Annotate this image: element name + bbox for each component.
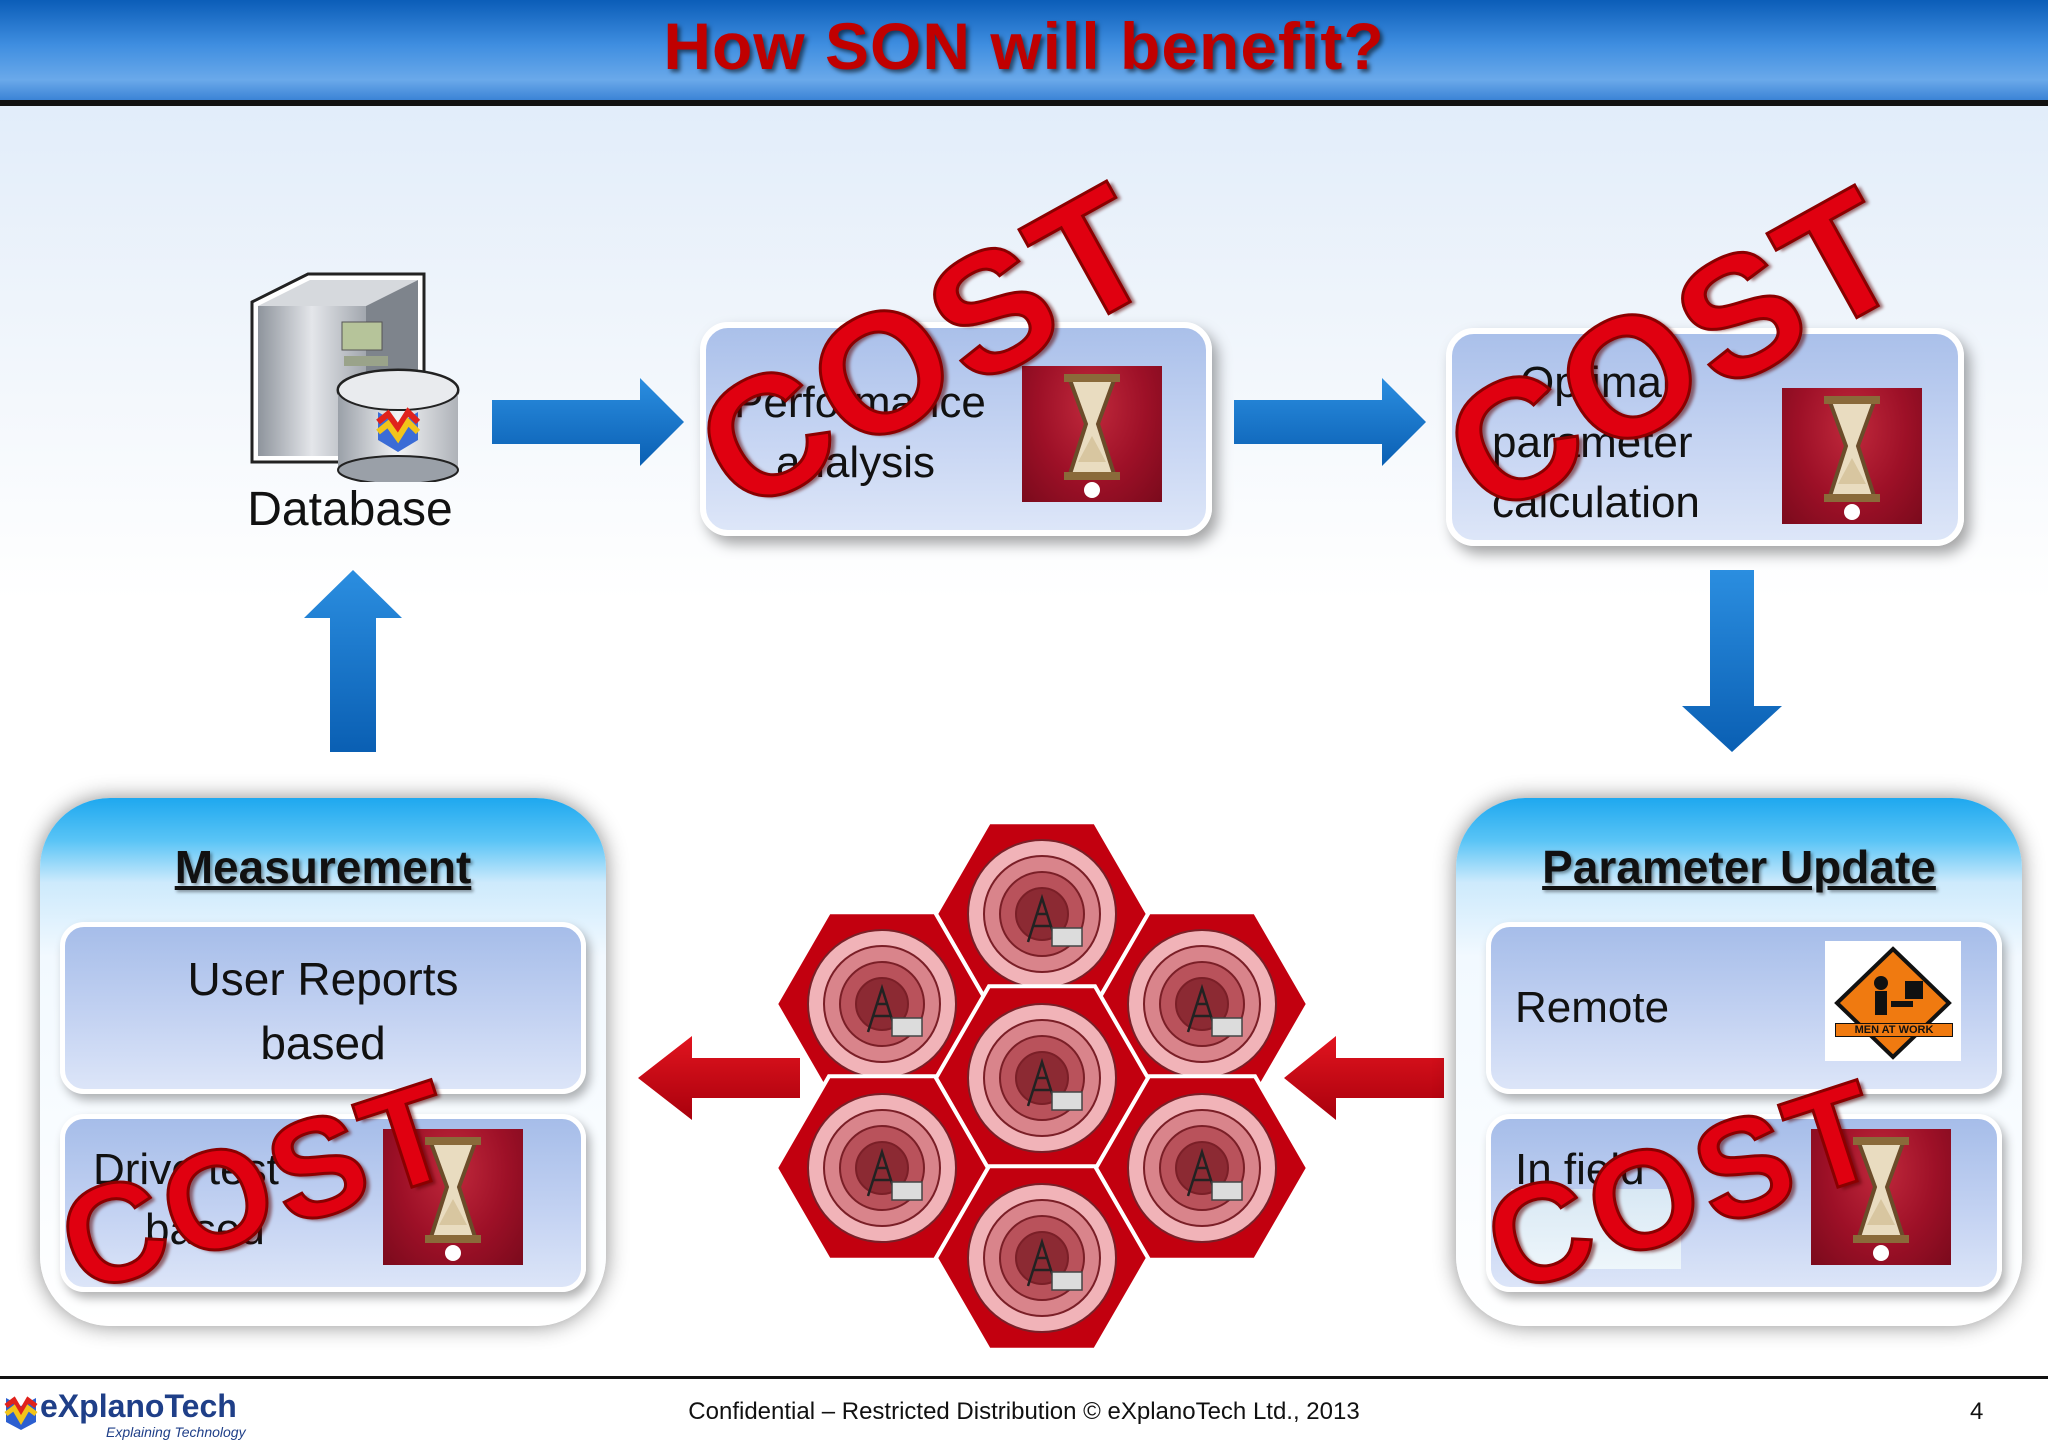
performance-line1: Performance	[734, 378, 986, 427]
performance-analysis-box: Performance analysis	[700, 322, 1212, 536]
base-station-icon	[1211, 1181, 1243, 1201]
hourglass-icon	[1022, 366, 1162, 502]
network-cell	[773, 1074, 991, 1262]
user-reports-line1: User Reports	[187, 953, 459, 1005]
network-cell	[933, 1164, 1151, 1352]
hourglass-icon	[383, 1129, 523, 1265]
footer-text: Confidential – Restricted Distribution ©…	[688, 1398, 1360, 1425]
arrow-performance-to-optimal	[1234, 378, 1426, 466]
base-station-icon	[891, 1181, 923, 1201]
network-cell	[933, 820, 1151, 1008]
database-label: Database	[247, 483, 453, 536]
arrow-update-to-network	[1284, 1036, 1444, 1120]
database-icon	[248, 272, 468, 485]
drive-test-box: Drive test based	[60, 1114, 586, 1292]
hourglass-icon	[1782, 388, 1922, 524]
logo-icon	[4, 1390, 38, 1430]
page-number: 4	[1970, 1398, 1984, 1425]
arrow-measurement-to-db	[304, 570, 402, 752]
optimal-line3: calculation	[1492, 478, 1700, 527]
base-station-icon	[1051, 1271, 1083, 1291]
arrow-db-to-performance	[492, 378, 684, 466]
slide-title: How SON will benefit?	[663, 9, 1385, 83]
hourglass-icon	[1811, 1129, 1951, 1265]
measurement-panel: Measurement User Reports based Drive tes…	[40, 798, 606, 1326]
logo-name: eXplanoTech	[40, 1388, 237, 1424]
base-station-icon	[1051, 927, 1083, 947]
title-bar	[0, 0, 2048, 106]
user-reports-box: User Reports based	[60, 922, 586, 1094]
measurement-title: Measurement	[174, 841, 472, 893]
optimal-line2: parameter	[1492, 418, 1693, 467]
network-cell	[933, 984, 1151, 1172]
base-station-icon	[1051, 1091, 1083, 1111]
hex-network	[773, 820, 1311, 1352]
optimal-parameter-box: Optimal parameter calculation	[1446, 328, 1964, 546]
arrow-network-to-measurement	[638, 1036, 800, 1120]
network-cell	[773, 910, 991, 1098]
network-cell	[1093, 910, 1311, 1098]
footer-divider	[0, 1376, 2048, 1379]
base-station-icon	[891, 1017, 923, 1037]
in-field-label: In field	[1515, 1145, 1645, 1194]
parameter-update-title: Parameter Update	[1542, 841, 1936, 893]
user-reports-line2: based	[260, 1017, 386, 1069]
men-at-work-label: MEN AT WORK	[1835, 1023, 1953, 1037]
drive-test-line1: Drive test	[93, 1145, 279, 1194]
optimal-line1: Optimal	[1520, 358, 1672, 407]
base-station-icon	[1211, 1017, 1243, 1037]
performance-line2: analysis	[776, 438, 935, 487]
remote-box: Remote MEN AT WORK	[1486, 922, 2002, 1094]
drive-test-line2: based	[145, 1205, 265, 1254]
men-at-work-icon: MEN AT WORK	[1825, 941, 1961, 1061]
arrow-optimal-to-update	[1682, 570, 1782, 752]
in-field-box: In field	[1486, 1114, 2002, 1292]
logo-tagline: Explaining Technology	[106, 1424, 246, 1440]
parameter-update-panel: Parameter Update Remote MEN AT WORK In f…	[1456, 798, 2022, 1326]
field-worker-icon	[1511, 1189, 1681, 1269]
remote-label: Remote	[1515, 983, 1670, 1032]
